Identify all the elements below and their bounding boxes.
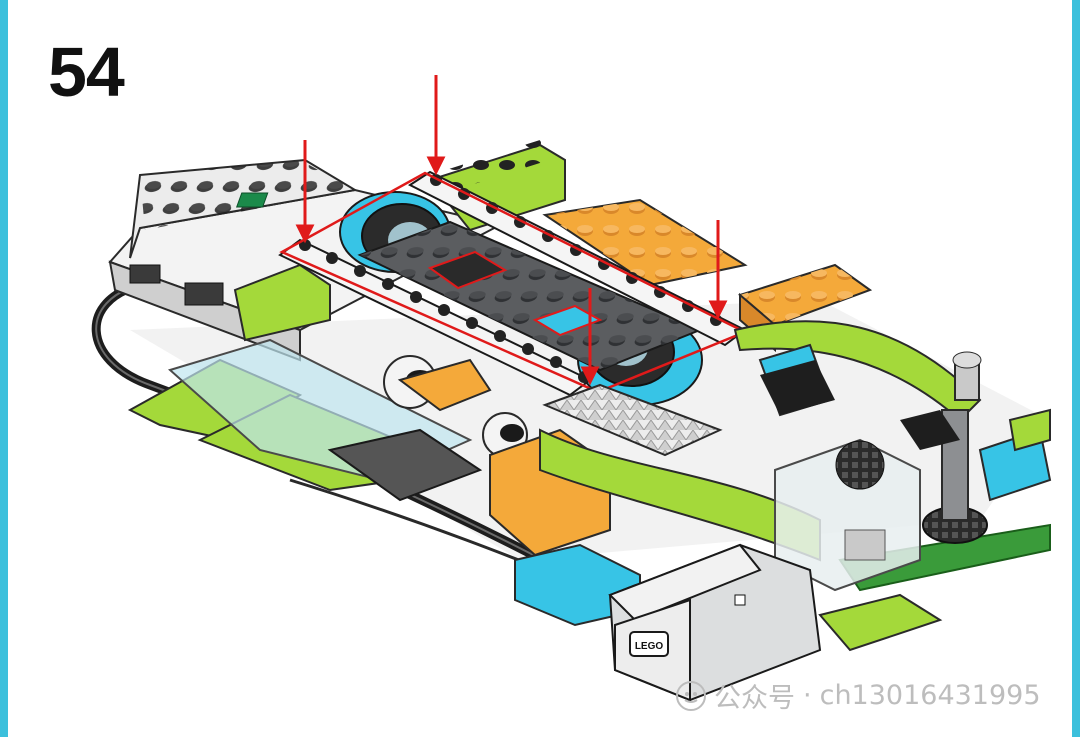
watermark-separator: · [803,680,812,711]
gear-rack [542,383,723,457]
trans-gearbox [774,438,921,592]
motor: LEGO [608,543,822,702]
lego-logo: LEGO [635,641,664,652]
lego-model-illustration: LEGO [91,75,1052,702]
callout-arrows [295,75,728,386]
black-gear [922,351,988,544]
wechat-icon [676,680,706,711]
step-number: 54 [48,33,125,111]
instruction-page: 54 [8,0,1072,737]
watermark-handle: ch13016431995 [819,680,1041,711]
watermark-brand: 公众号 [714,683,795,714]
lime-beam-left [233,263,331,342]
watermark: 公众号 · ch13016431995 [676,676,1041,715]
